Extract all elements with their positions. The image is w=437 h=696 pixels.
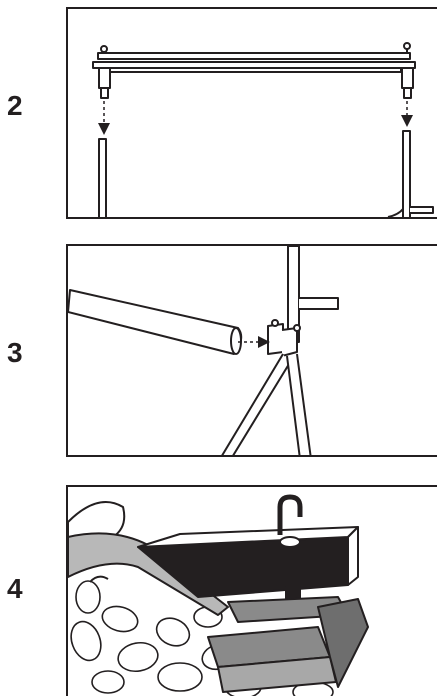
step-number-3: 3 <box>7 337 23 368</box>
step-number-4: 4 <box>7 573 23 604</box>
step-3-illustration <box>68 246 339 455</box>
step-4-illustration <box>68 494 369 696</box>
step-3-panel <box>66 244 437 457</box>
step-2-panel <box>66 7 437 219</box>
step-2-illustration <box>92 42 434 217</box>
step-4-panel <box>66 485 437 696</box>
step-number-2: 2 <box>7 90 23 121</box>
